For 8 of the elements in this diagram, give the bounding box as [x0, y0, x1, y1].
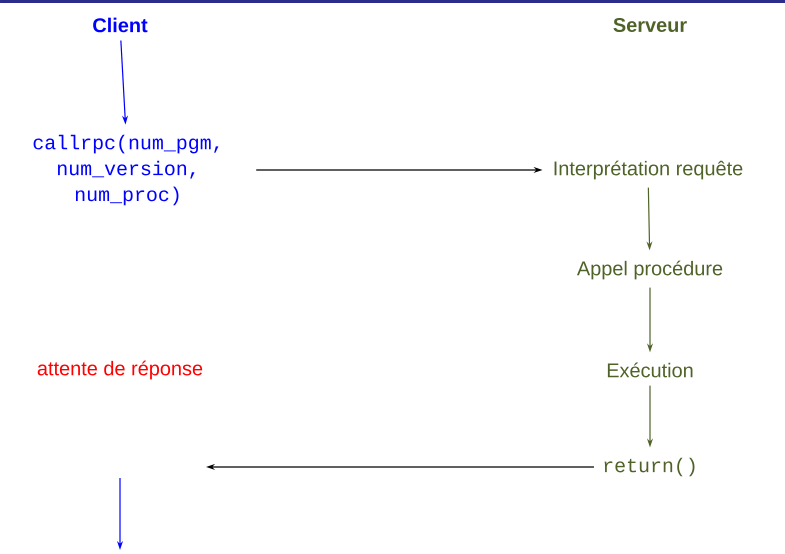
- step-text: Exécution: [608, 362, 692, 378]
- step-text: return(): [604, 458, 694, 476]
- step-text: Interprétation requête: [554, 160, 742, 180]
- participant-heading: Serveur: [613, 18, 687, 32]
- participant-heading: Client: [93, 18, 148, 32]
- step-text: Appel procédure: [576, 260, 722, 280]
- call-text: callrpc(num_pgm, num_version, num_proc): [34, 134, 218, 206]
- status-text: attente de réponse: [38, 360, 202, 380]
